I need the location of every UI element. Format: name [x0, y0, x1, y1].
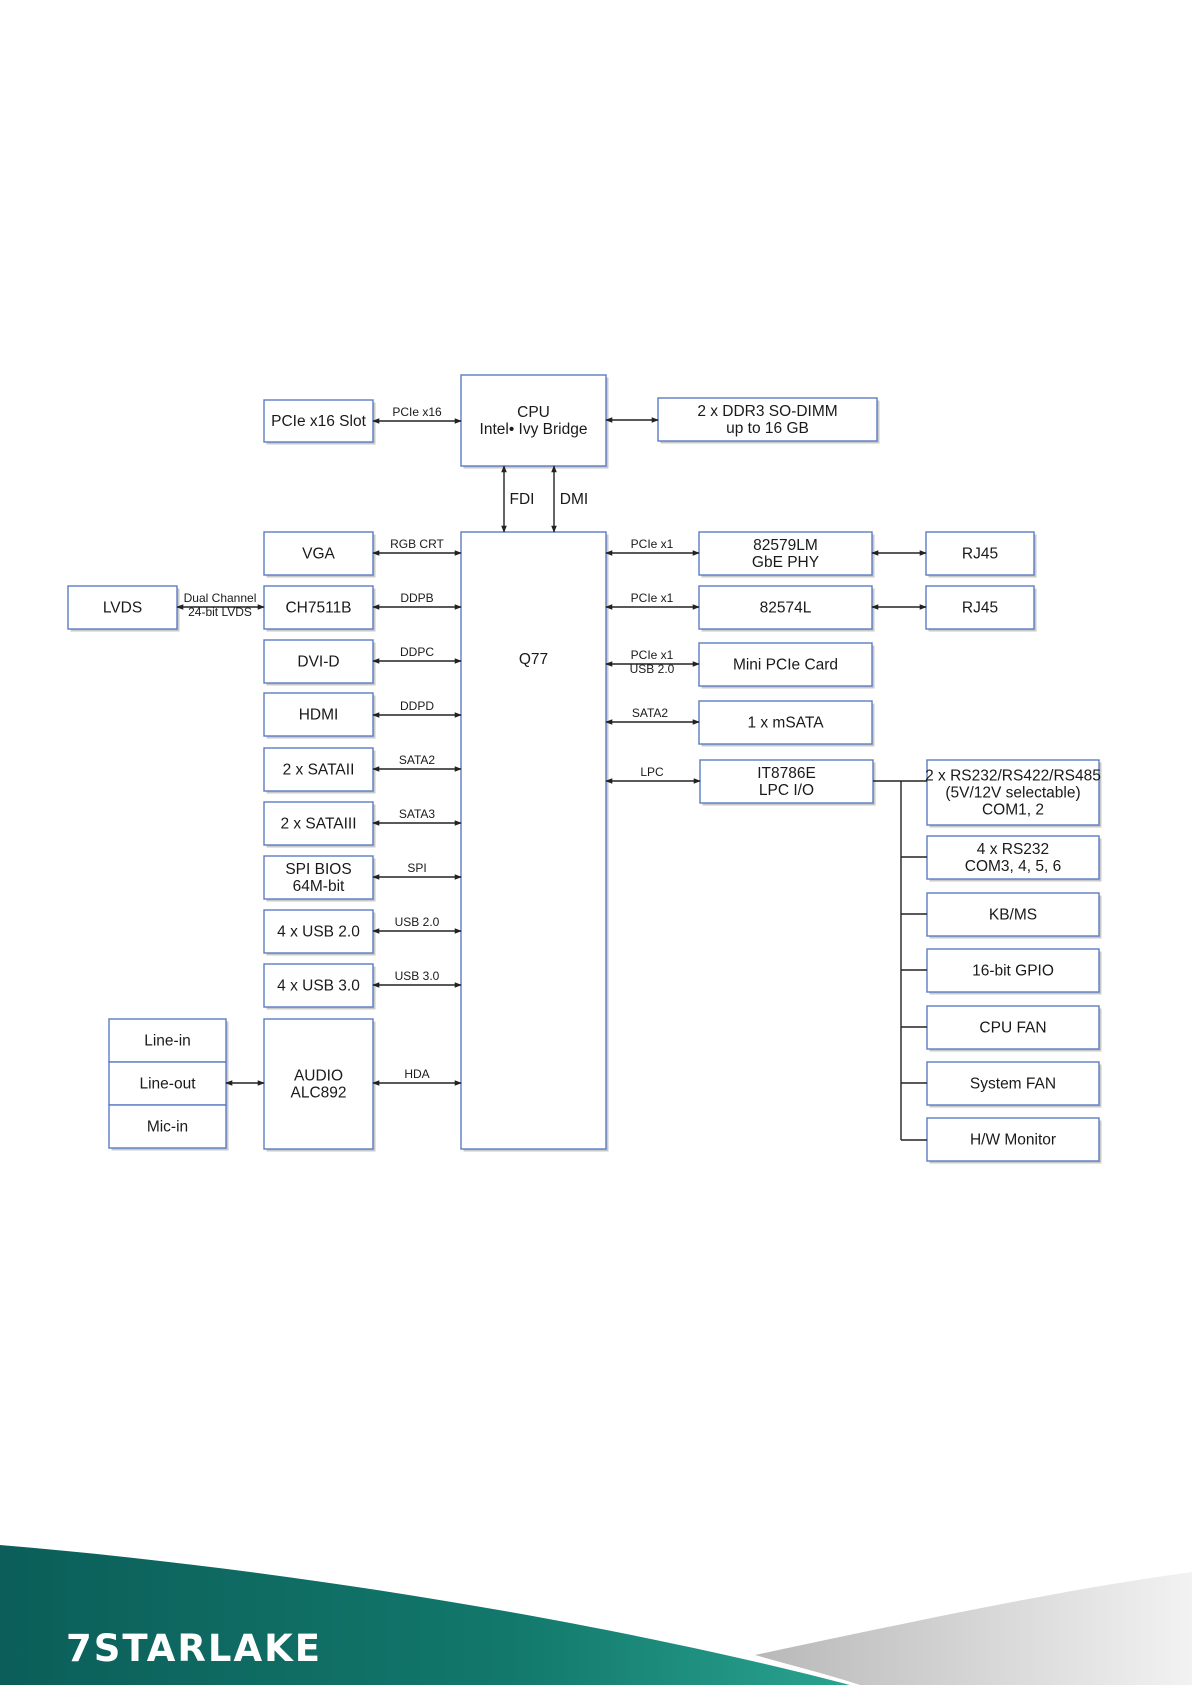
pcie-slot-block — [263, 399, 374, 443]
rj45-2-label: RJ45 — [962, 600, 998, 617]
lpc-link-label: LPC — [640, 765, 664, 779]
q77-label: Q77 — [519, 651, 548, 668]
rj45-1-block — [925, 531, 1035, 576]
msata-block — [698, 700, 873, 745]
mic-in-block — [108, 1104, 227, 1149]
footer-teal-swoosh — [0, 1545, 850, 1685]
hw-monitor-label: H/W Monitor — [970, 1132, 1056, 1149]
kbms-block — [926, 892, 1100, 937]
gpio-block — [926, 948, 1100, 993]
dvid-block — [263, 639, 374, 684]
hda-link-label: HDA — [404, 1067, 429, 1081]
line-in-label: Line-in — [144, 1033, 191, 1050]
sataii-label: 2 x SATAII — [283, 762, 355, 779]
rgb-crt-link-label: RGB CRT — [390, 537, 444, 551]
pcie-usb-link-label: USB 2.0 — [630, 662, 675, 676]
usb2-label: 4 x USB 2.0 — [277, 924, 360, 941]
nic-label: 82574L — [760, 600, 812, 617]
footer-gray-swoosh — [755, 1572, 1192, 1685]
line-out-label: Line-out — [139, 1076, 196, 1093]
ddpc-link-label: DDPC — [400, 645, 434, 659]
com12-label: COM1, 2 — [982, 802, 1044, 819]
cpu-block — [460, 374, 607, 467]
line-in-block — [108, 1018, 227, 1063]
dmi-link-label: DMI — [560, 491, 588, 508]
sata3-link-label: SATA3 — [399, 807, 436, 821]
spi-bios-label: SPI BIOS — [285, 861, 351, 878]
pcie-x16-link-label: PCIe x16 — [392, 405, 442, 419]
ddpd-link-label: DDPD — [400, 699, 434, 713]
pcie-x1-a-link-label: PCIe x1 — [631, 537, 674, 551]
ddr3-label: 2 x DDR3 SO-DIMM — [697, 403, 837, 420]
com3456-label: 4 x RS232 — [977, 841, 1049, 858]
system-fan-label: System FAN — [970, 1076, 1056, 1093]
cpu-label: CPU — [517, 404, 550, 421]
lvds-label: LVDS — [103, 600, 142, 617]
sataiii-label: 2 x SATAIII — [280, 816, 356, 833]
com3456-block — [926, 835, 1100, 880]
sataii-block — [263, 747, 374, 792]
audio-label: AUDIO — [294, 1068, 343, 1085]
cpu-label: Intel• Ivy Bridge — [480, 421, 588, 438]
q77-block — [460, 531, 607, 1150]
it8786e-label: LPC I/O — [759, 782, 814, 799]
it8786e-label: IT8786E — [757, 765, 816, 782]
ch7511b-label: CH7511B — [285, 600, 351, 617]
dual-channel-link-label: 24-bit LVDS — [188, 605, 252, 619]
it8786e-block — [699, 759, 874, 804]
mic-in-label: Mic-in — [147, 1119, 188, 1136]
mini-pcie-label: Mini PCIe Card — [733, 657, 838, 674]
sata2-right-link-label: SATA2 — [632, 706, 669, 720]
pcie-x1-b-link-label: PCIe x1 — [631, 591, 674, 605]
spi-link-label: SPI — [407, 861, 426, 875]
hw-monitor-block — [926, 1117, 1100, 1162]
kbms-label: KB/MS — [989, 907, 1037, 924]
ddr3-block — [657, 397, 878, 442]
footer-band: 7STARLAKE — [0, 1545, 1192, 1685]
vga-label: VGA — [302, 546, 335, 563]
usb20-link-label: USB 2.0 — [395, 915, 440, 929]
com12-block — [926, 759, 1100, 826]
audio-label: ALC892 — [290, 1085, 346, 1102]
msata-label: 1 x mSATA — [747, 715, 824, 732]
pcie-slot-label: PCIe x16 Slot — [271, 413, 366, 430]
lvds-block — [67, 585, 178, 630]
rj45-1-label: RJ45 — [962, 546, 998, 563]
dual-channel-link-label: Dual Channel — [184, 591, 257, 605]
nic-block — [698, 585, 873, 630]
spi-bios-block — [263, 855, 374, 900]
gbe-phy-label: GbE PHY — [752, 554, 819, 571]
hdmi-label: HDMI — [299, 707, 339, 724]
vga-block — [263, 531, 374, 576]
system-fan-block — [926, 1061, 1100, 1106]
sata2-left-link-label: SATA2 — [399, 753, 436, 767]
ch7511b-block — [263, 585, 374, 630]
fdi-link-label: FDI — [510, 491, 535, 508]
usb3-block — [263, 963, 374, 1008]
ddpb-link-label: DDPB — [400, 591, 433, 605]
usb30-link-label: USB 3.0 — [395, 969, 440, 983]
com3456-label: COM3, 4, 5, 6 — [965, 858, 1061, 875]
gbe-phy-label: 82579LM — [753, 537, 818, 554]
gpio-label: 16-bit GPIO — [972, 963, 1054, 980]
spi-bios-label: 64M-bit — [293, 878, 345, 895]
hdmi-block — [263, 692, 374, 737]
pcie-usb-link-label: PCIe x1 — [631, 648, 674, 662]
usb3-label: 4 x USB 3.0 — [277, 978, 360, 995]
cpu-fan-label: CPU FAN — [979, 1020, 1046, 1037]
ddr3-label: up to 16 GB — [726, 420, 809, 437]
audio-block — [263, 1018, 374, 1150]
com12-label: (5V/12V selectable) — [945, 785, 1080, 802]
dvid-label: DVI-D — [297, 654, 339, 671]
com12-label: 2 x RS232/RS422/RS485 — [925, 768, 1101, 785]
starlake-logo: 7STARLAKE — [66, 1627, 322, 1670]
